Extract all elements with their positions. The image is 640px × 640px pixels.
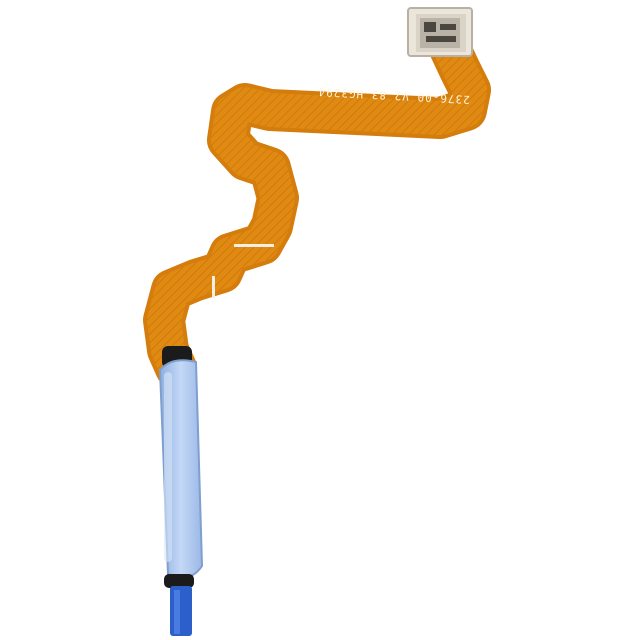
- sensor-button: [158, 346, 204, 588]
- board-connector: [407, 7, 473, 57]
- flex-cable: [143, 17, 491, 389]
- cable-tail: [170, 586, 192, 636]
